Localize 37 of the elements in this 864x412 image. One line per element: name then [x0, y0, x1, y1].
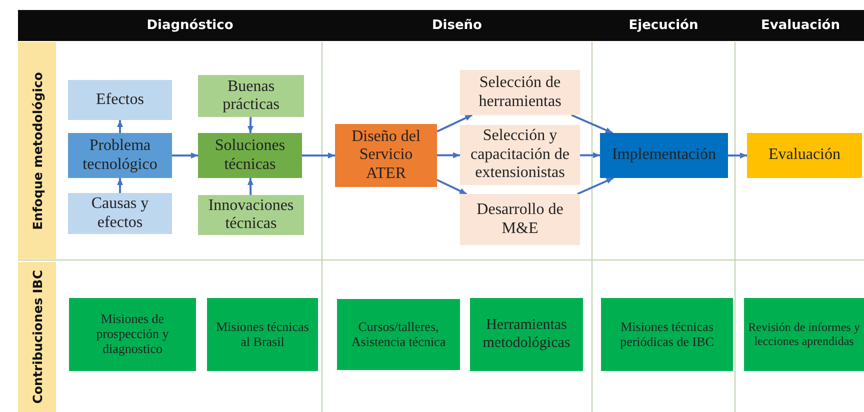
- arrow: [576, 177, 614, 195]
- process-box: Evaluación: [747, 133, 862, 178]
- arrow: [117, 178, 123, 193]
- column-header: Evaluación: [760, 17, 841, 35]
- column-header: Diseño: [431, 17, 483, 35]
- process-box: Buenas prácticas: [198, 75, 304, 117]
- arrow: [117, 120, 123, 133]
- process-box: Selección de herramientas: [460, 70, 580, 115]
- arrow: [436, 178, 468, 195]
- arrow: [580, 152, 600, 158]
- contribution-box: Misiones técnicas al Brasil: [207, 298, 318, 371]
- arrow: [728, 152, 747, 158]
- arrow: [437, 152, 460, 158]
- contribution-box: Misiones de prospección y diagnostico: [69, 298, 196, 371]
- arrow: [172, 152, 198, 158]
- arrow: [248, 178, 254, 196]
- process-box: Problema tecnológico: [68, 133, 172, 178]
- contribution-box: Revisión de informes y lecciones aprendidas: [744, 298, 864, 371]
- process-box: Desarrollo de M&E: [460, 194, 580, 245]
- process-box: Diseño del Servicio ATER: [335, 124, 437, 187]
- process-box: Selección y capacitación de extensionistas: [460, 125, 580, 185]
- process-box: Innovaciones técnicas: [198, 195, 304, 235]
- process-box: Soluciones técnicas: [198, 133, 302, 178]
- row-header: Enfoque metodológico: [30, 72, 44, 230]
- contribution-box: Misiones técnicas periódicas de IBC: [601, 298, 733, 371]
- row-header: Contribuciones IBC: [30, 270, 44, 404]
- arrow: [571, 114, 613, 134]
- arrow: [436, 114, 473, 132]
- column-header: Diagnóstico: [146, 17, 234, 35]
- process-box: Efectos: [68, 80, 172, 120]
- process-box: Implementación: [600, 133, 728, 178]
- contribution-box: Herramientas metodológicas: [470, 298, 583, 371]
- process-box: Causas y efectos: [68, 193, 172, 234]
- column-header: Ejecución: [628, 17, 700, 35]
- arrow: [248, 116, 254, 134]
- arrow: [302, 152, 335, 158]
- contribution-box: Cursos/talleres, Asistencia técnica: [337, 299, 460, 370]
